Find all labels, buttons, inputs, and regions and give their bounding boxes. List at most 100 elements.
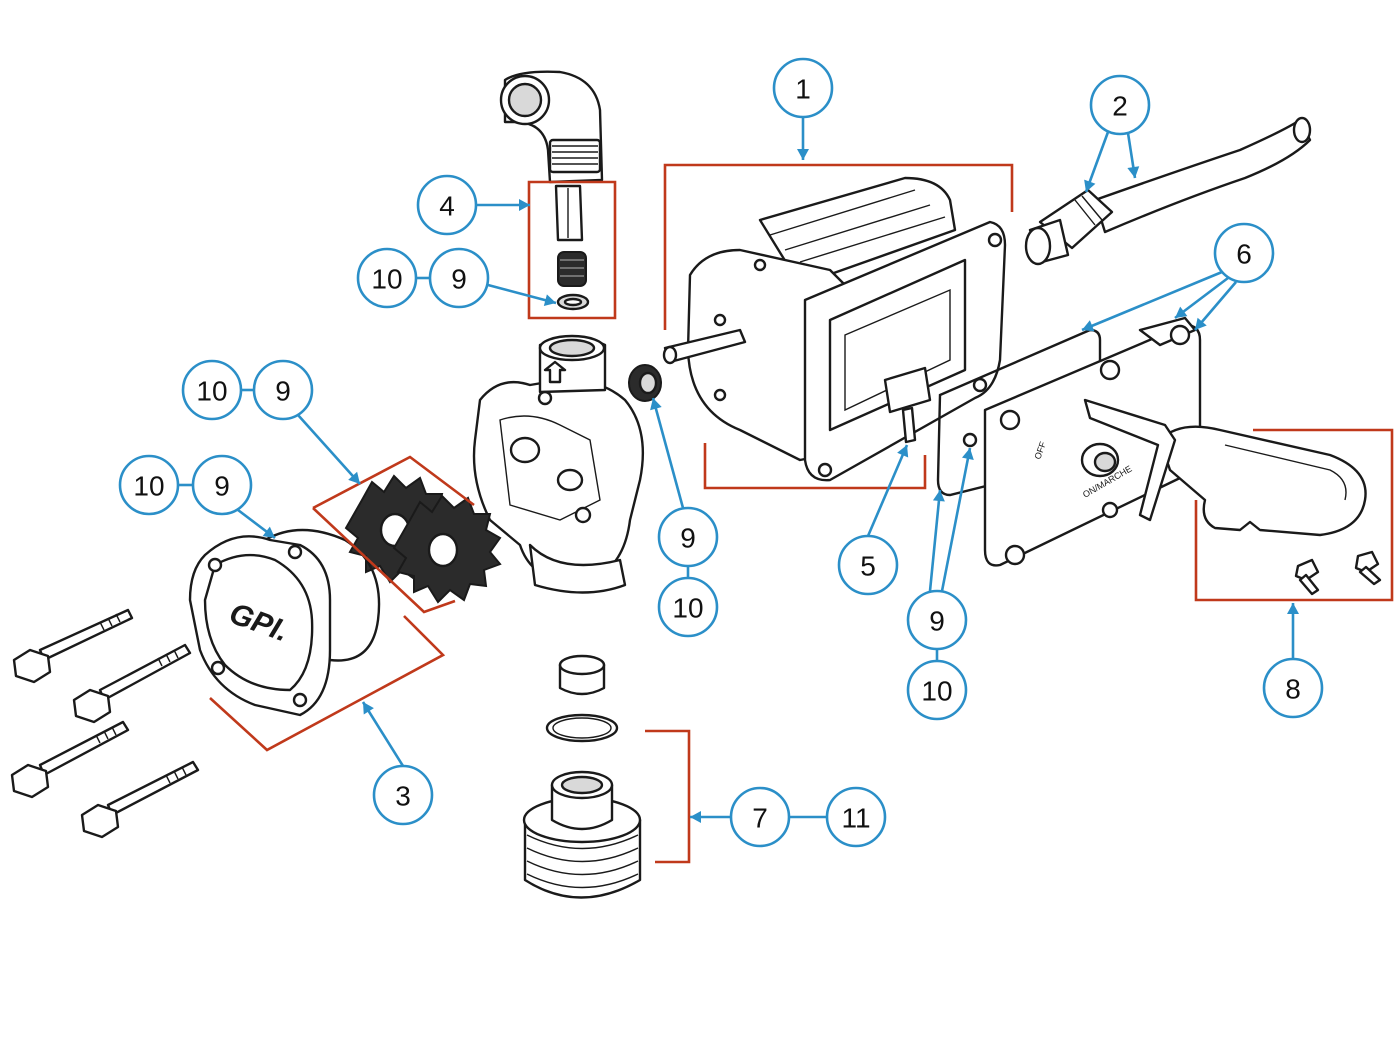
- callout-number: 10: [371, 264, 402, 295]
- callout-number: 4: [439, 191, 455, 222]
- callout-arrowhead: [1082, 320, 1095, 332]
- callout-arrowhead: [897, 445, 909, 458]
- callout-leader-line: [651, 397, 685, 509]
- bolts: [10, 608, 200, 839]
- group-bracket: [312, 507, 456, 614]
- callout-circle: [1089, 74, 1151, 136]
- callout-c1: 1: [772, 57, 834, 119]
- callout-arrowhead: [961, 448, 974, 460]
- callout-c10c: 10: [118, 454, 180, 516]
- callout-number: 10: [672, 593, 703, 624]
- callout-c9a: 9: [428, 247, 490, 309]
- callout-number: 5: [860, 551, 876, 582]
- callout-arrowhead: [519, 199, 530, 211]
- lever-arm: [1083, 398, 1367, 537]
- callout-c7: 7: [729, 786, 791, 848]
- callout-arrowhead: [1084, 179, 1096, 192]
- callout-circle: [906, 659, 968, 721]
- switch-cover: OFF ON/MARCHE: [936, 316, 1202, 567]
- elbow-fitting: [499, 70, 604, 184]
- callout-arrowhead: [1127, 166, 1140, 178]
- callout-number: 9: [275, 376, 291, 407]
- callout-circle: [252, 359, 314, 421]
- callout-number: 6: [1236, 239, 1252, 270]
- callout-c5: 5: [837, 534, 899, 596]
- group-bracket: [209, 615, 446, 752]
- callout-number: 1: [795, 74, 811, 105]
- callout-c3: 3: [372, 764, 434, 826]
- callout-number: 10: [921, 676, 952, 707]
- callout-c2: 2: [1089, 74, 1151, 136]
- callout-circle: [428, 247, 490, 309]
- callout-circle: [1262, 657, 1324, 719]
- callout-leader-line: [1081, 270, 1223, 332]
- callout-leaders: [178, 117, 1299, 823]
- callout-circle: [825, 786, 887, 848]
- bung-adapter: [522, 654, 642, 899]
- callout-number: 3: [395, 781, 411, 812]
- callout-circle: [416, 174, 478, 236]
- callout-arrowhead: [650, 398, 662, 411]
- callout-leader-line: [866, 444, 909, 537]
- callout-arrowhead: [932, 490, 945, 502]
- callout-leader-line: [940, 447, 972, 592]
- callout-circle: [837, 534, 899, 596]
- callout-c4: 4: [416, 174, 478, 236]
- pump-body: [472, 334, 645, 594]
- callout-arrowhead: [363, 702, 374, 715]
- callout-c11: 11: [825, 786, 887, 848]
- callout-number: 10: [133, 471, 164, 502]
- hose-fitting: [1024, 116, 1312, 266]
- lever-screws: [1294, 550, 1382, 596]
- callout-number: 2: [1112, 91, 1128, 122]
- motor-assembly: [662, 176, 1007, 482]
- callout-number: 7: [752, 803, 768, 834]
- group-bracket: [645, 729, 691, 864]
- callout-leader-line: [361, 701, 405, 767]
- callout-c10d: 10: [657, 576, 719, 638]
- callout-arrowhead: [1195, 317, 1207, 330]
- callout-leader-line: [928, 489, 942, 592]
- callout-circle: [657, 576, 719, 638]
- callout-leader-line: [487, 283, 557, 305]
- callout-number: 9: [451, 264, 467, 295]
- callout-bubbles: 1 2 3 4 5 6 7 8 9 10 9 10 9 10 9 10 9 10 11: [118, 57, 1324, 848]
- callout-number: 10: [196, 376, 227, 407]
- shaft-seal: [628, 364, 662, 402]
- group-bracket: [703, 443, 927, 490]
- callout-arrowhead: [690, 811, 701, 823]
- rear-cover: GPI.: [188, 528, 381, 717]
- group-brackets: [209, 163, 1394, 864]
- callout-circle: [181, 359, 243, 421]
- callout-arrowhead: [797, 149, 809, 160]
- callout-circle: [356, 247, 418, 309]
- callout-number: 9: [214, 471, 230, 502]
- group-bracket: [663, 163, 1014, 330]
- check-valve-assembly: [554, 184, 590, 311]
- callout-arrowhead: [1175, 306, 1188, 318]
- callout-c10e: 10: [906, 659, 968, 721]
- callout-c10b: 10: [181, 359, 243, 421]
- callout-c9b: 9: [252, 359, 314, 421]
- group-bracket: [527, 180, 617, 320]
- callout-c8: 8: [1262, 657, 1324, 719]
- callout-c10a: 10: [356, 247, 418, 309]
- callout-leader-line: [1174, 276, 1229, 320]
- callout-arrowhead: [348, 471, 360, 484]
- callout-c6: 6: [1213, 222, 1275, 284]
- callout-number: 9: [929, 606, 945, 637]
- callout-circle: [906, 589, 968, 651]
- callout-c9d: 9: [657, 506, 719, 568]
- callout-number: 11: [841, 803, 870, 834]
- callout-circle: [1213, 222, 1275, 284]
- group-bracket: [312, 455, 475, 510]
- group-bracket: [1194, 428, 1394, 602]
- callout-arrowhead: [543, 294, 556, 306]
- callout-circle: [657, 506, 719, 568]
- callout-circle: [118, 454, 180, 516]
- callout-leader-line: [297, 414, 361, 485]
- callout-arrowhead: [1287, 603, 1299, 614]
- callout-arrowhead: [262, 526, 275, 538]
